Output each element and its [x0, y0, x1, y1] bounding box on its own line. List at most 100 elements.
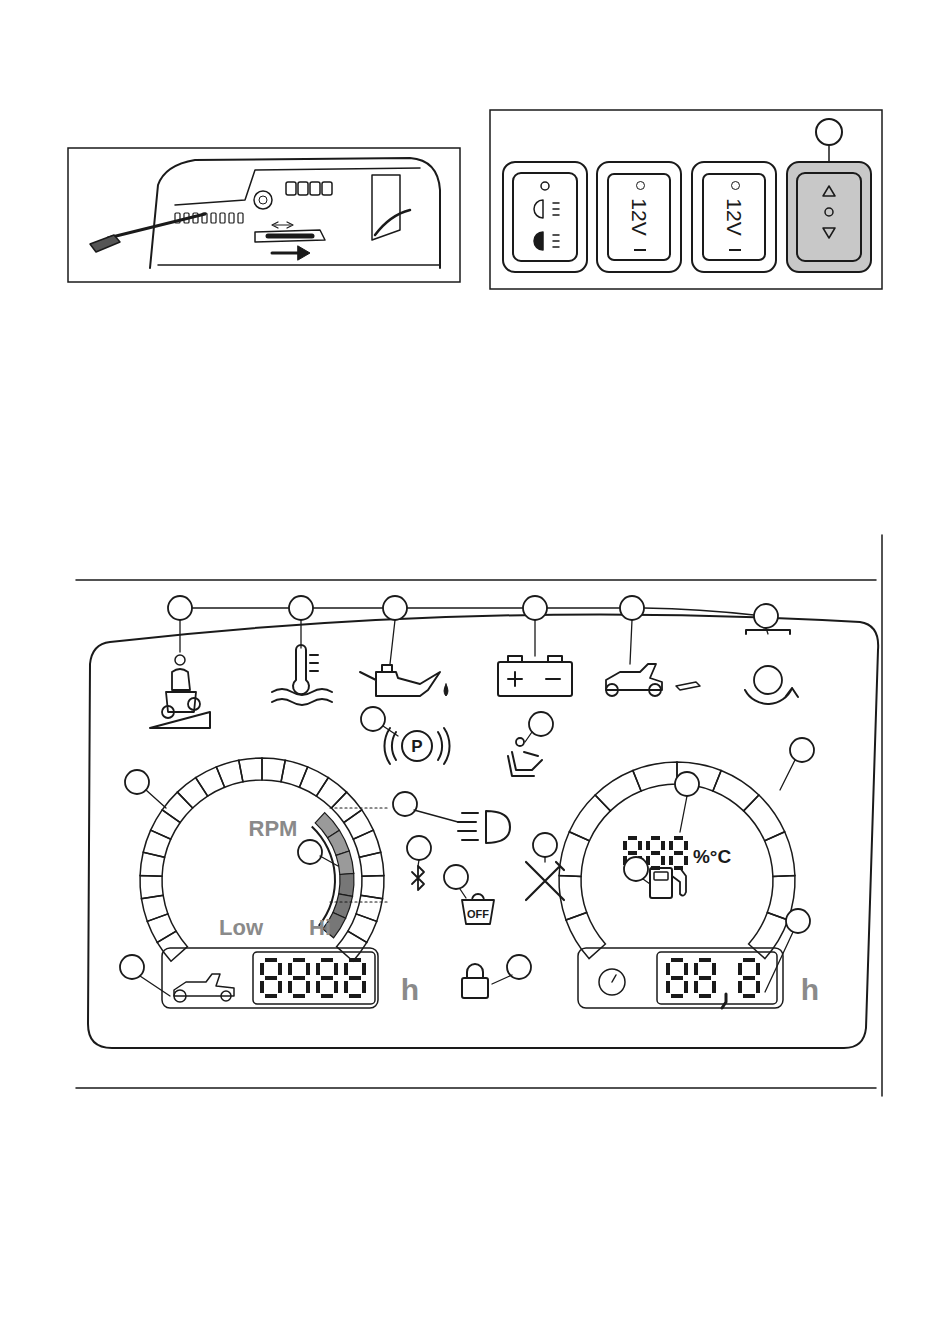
- lock-shackle: [467, 964, 483, 978]
- callout-circle: [754, 604, 778, 628]
- warning-icon: [175, 655, 185, 665]
- switch-frame: [597, 162, 681, 272]
- socket-label: 12V: [629, 198, 650, 235]
- slope: [150, 712, 210, 728]
- display-outline: [88, 614, 878, 1048]
- gauge-segment: [162, 792, 192, 822]
- rule-line: [881, 535, 883, 1096]
- gauge-segment: [299, 767, 328, 796]
- lever: [108, 214, 205, 238]
- rpm-gauge: [140, 758, 384, 961]
- display-label: Hi: [309, 917, 331, 939]
- temperature-icon: [293, 645, 318, 694]
- headlight-icon: [458, 811, 510, 843]
- rotary-knob: [254, 191, 272, 209]
- switch-frame: [503, 162, 587, 272]
- gauge-segment: [713, 771, 759, 811]
- gauge-segment: [633, 762, 677, 791]
- band-segment: [339, 873, 354, 896]
- callout-circle: [816, 119, 842, 145]
- socket-label: 12V: [724, 198, 745, 235]
- operator-icon: [516, 738, 524, 746]
- arrow-symbol: [823, 186, 835, 238]
- hour-box: [162, 948, 378, 1008]
- mower-icon: [606, 664, 662, 690]
- callout-circle: [675, 772, 699, 796]
- callout-circle: [790, 738, 814, 762]
- display-label: %°C: [693, 847, 731, 866]
- callout-circle: [393, 792, 417, 816]
- lever-slot: [220, 213, 225, 223]
- callout-circle: [529, 712, 553, 736]
- console-outline: [150, 158, 440, 268]
- gauge-segment: [569, 795, 610, 841]
- callout-circle: [120, 955, 144, 979]
- pto-gear: [754, 666, 782, 694]
- segment-digit: [740, 960, 758, 996]
- console-base: [158, 264, 440, 266]
- gauge-segment: [765, 832, 795, 877]
- light-symbol: [534, 232, 543, 250]
- weight-icon: [462, 894, 494, 924]
- wheel: [188, 698, 200, 710]
- rule-line: [76, 580, 876, 1088]
- display-label: RPM: [249, 818, 298, 840]
- gauge-segment: [331, 792, 361, 822]
- console-figure: [68, 148, 460, 282]
- callout-circle: [289, 596, 313, 620]
- wheel: [162, 706, 174, 718]
- gauge-segment: [147, 914, 176, 943]
- callouts: [120, 596, 814, 996]
- wheel: [221, 991, 231, 1001]
- switch-square: [298, 182, 308, 195]
- display-label: Low: [219, 917, 263, 939]
- segment-digit: [318, 960, 336, 996]
- level-gauge: [559, 762, 795, 959]
- digit-window: [657, 952, 777, 1004]
- mower-icon: [174, 974, 234, 996]
- gauge-segment: [348, 914, 377, 943]
- gauge-segment: [141, 895, 167, 921]
- key: [375, 210, 410, 235]
- callout-circle: [624, 857, 648, 881]
- lever-slot: [238, 213, 243, 223]
- switch-panel: [490, 110, 882, 289]
- wheel: [174, 990, 186, 1002]
- fuel-pump-icon: [650, 868, 672, 898]
- band-segment: [336, 851, 354, 874]
- callout-circle: [444, 865, 468, 889]
- gauge-segment: [359, 852, 384, 876]
- indicator-dot: [825, 208, 833, 216]
- display-label: h: [801, 975, 819, 1005]
- clock-icon: [599, 969, 625, 995]
- lever-slot: [229, 213, 234, 223]
- callout-circle: [407, 836, 431, 860]
- gauge-segment: [281, 760, 308, 787]
- callout-circle: [786, 909, 810, 933]
- lever-grip: [90, 235, 120, 252]
- clock-hand: [612, 975, 616, 982]
- wheel: [649, 684, 661, 696]
- callout-circle: [383, 596, 407, 620]
- cover: [372, 175, 400, 240]
- decimal-comma: [722, 994, 726, 1008]
- throttle-slot: [255, 230, 325, 242]
- bluetooth-icon: [412, 866, 424, 890]
- gauge-segment: [151, 810, 181, 839]
- switch-square: [310, 182, 320, 195]
- callout-circle: [533, 833, 557, 857]
- indicator-bar: [634, 249, 646, 251]
- gauge-segment: [143, 830, 171, 857]
- callout-circle: [620, 596, 644, 620]
- dotted-line: [330, 808, 390, 902]
- light-symbol: [553, 235, 559, 247]
- blade-icon: [676, 682, 700, 690]
- seat-icon: [508, 752, 542, 776]
- lever-slot: [211, 213, 216, 223]
- segment-digit: [262, 960, 280, 996]
- coolant-waves: [272, 689, 332, 705]
- socket-switch: 12V: [702, 173, 766, 261]
- leader-line: [192, 608, 754, 615]
- time-box: [578, 948, 783, 1008]
